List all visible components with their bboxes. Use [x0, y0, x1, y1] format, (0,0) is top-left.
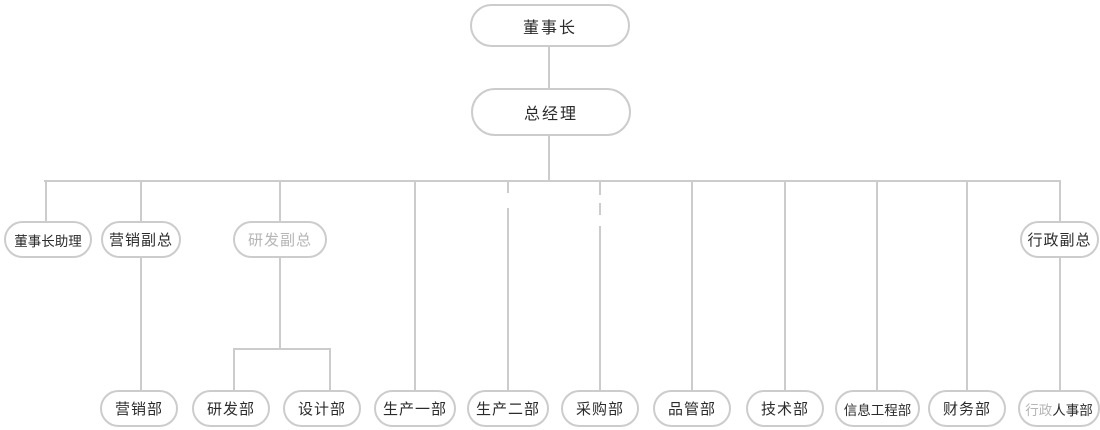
connector-drop-finance — [966, 182, 968, 390]
node-chairman-assistant-label: 董事长助理 — [14, 233, 82, 250]
node-chairman-assistant[interactable]: 董事长助理 — [4, 221, 92, 258]
connector-drop-infoeng — [876, 182, 878, 390]
connector-admin-vp-dept — [1059, 258, 1061, 390]
connector-drop-technology — [784, 182, 786, 390]
node-quality-dept[interactable]: 品管部 — [653, 390, 731, 427]
connector-drop-purchasing-upper — [599, 182, 601, 195]
node-rd-vp[interactable]: 研发副总 — [233, 221, 327, 258]
connector-drop-quality — [691, 182, 693, 390]
node-chairman-label: 董事长 — [522, 17, 577, 37]
connector-split-design-dept — [329, 348, 331, 390]
node-admin-vp-label: 行政副总 — [1027, 231, 1092, 249]
node-finance-dept-label: 财务部 — [942, 400, 991, 418]
connector-drop-production2-lower — [507, 208, 509, 390]
connector-drop-assistant — [45, 182, 47, 221]
connector-bus — [44, 180, 1061, 182]
connector-drop-rd-vp — [279, 182, 281, 221]
node-production2-dept-label: 生产二部 — [475, 400, 540, 418]
connector-drop-purchasing-mid — [599, 203, 601, 215]
node-general-manager[interactable]: 总经理 — [471, 88, 631, 136]
node-technology-dept-label: 技术部 — [760, 400, 809, 418]
connector-drop-production2-upper — [507, 182, 509, 193]
node-design-dept-label: 设计部 — [297, 400, 346, 418]
node-admin-hr-dept-label-dark: 人事部 — [1052, 402, 1093, 419]
node-infoeng-dept[interactable]: 信息工程部 — [835, 390, 920, 427]
node-purchasing-dept-label: 采购部 — [575, 400, 624, 418]
node-purchasing-dept[interactable]: 采购部 — [561, 390, 639, 427]
node-admin-vp[interactable]: 行政副总 — [1020, 221, 1099, 258]
connector-drop-purchasing-lower — [599, 226, 601, 390]
node-admin-hr-dept[interactable]: 行政人事部 — [1018, 390, 1100, 427]
connector-rd-split-bar — [233, 348, 331, 350]
node-general-manager-label: 总经理 — [523, 104, 578, 123]
node-marketing-dept-label: 营销部 — [114, 400, 163, 418]
node-marketing-vp-label: 营销副总 — [108, 231, 173, 249]
node-technology-dept[interactable]: 技术部 — [746, 390, 824, 427]
node-marketing-vp[interactable]: 营销副总 — [101, 221, 181, 258]
node-rd-dept[interactable]: 研发部 — [192, 390, 270, 427]
connector-gm-bus — [548, 136, 550, 182]
node-infoeng-dept-label: 信息工程部 — [843, 402, 912, 419]
node-admin-hr-dept-label-light: 行政 — [1025, 402, 1053, 419]
node-production2-dept[interactable]: 生产二部 — [467, 390, 549, 427]
node-rd-dept-label: 研发部 — [206, 400, 255, 418]
connector-drop-marketing-vp — [140, 182, 142, 221]
connector-rd-vp-split — [279, 258, 281, 349]
node-finance-dept[interactable]: 财务部 — [928, 390, 1006, 427]
node-marketing-dept[interactable]: 营销部 — [100, 390, 178, 427]
connector-split-rd-dept — [233, 348, 235, 390]
node-chairman[interactable]: 董事长 — [470, 4, 630, 47]
connector-drop-production1 — [414, 182, 416, 390]
node-production1-dept-label: 生产一部 — [382, 400, 447, 418]
connector-drop-admin-vp — [1059, 182, 1061, 221]
node-quality-dept-label: 品管部 — [667, 400, 716, 418]
connector-marketing-vp-dept — [140, 258, 142, 390]
node-production1-dept[interactable]: 生产一部 — [374, 390, 456, 427]
node-rd-vp-label: 研发副总 — [247, 231, 312, 249]
node-design-dept[interactable]: 设计部 — [283, 390, 361, 427]
connector-chairman-gm — [548, 47, 550, 88]
